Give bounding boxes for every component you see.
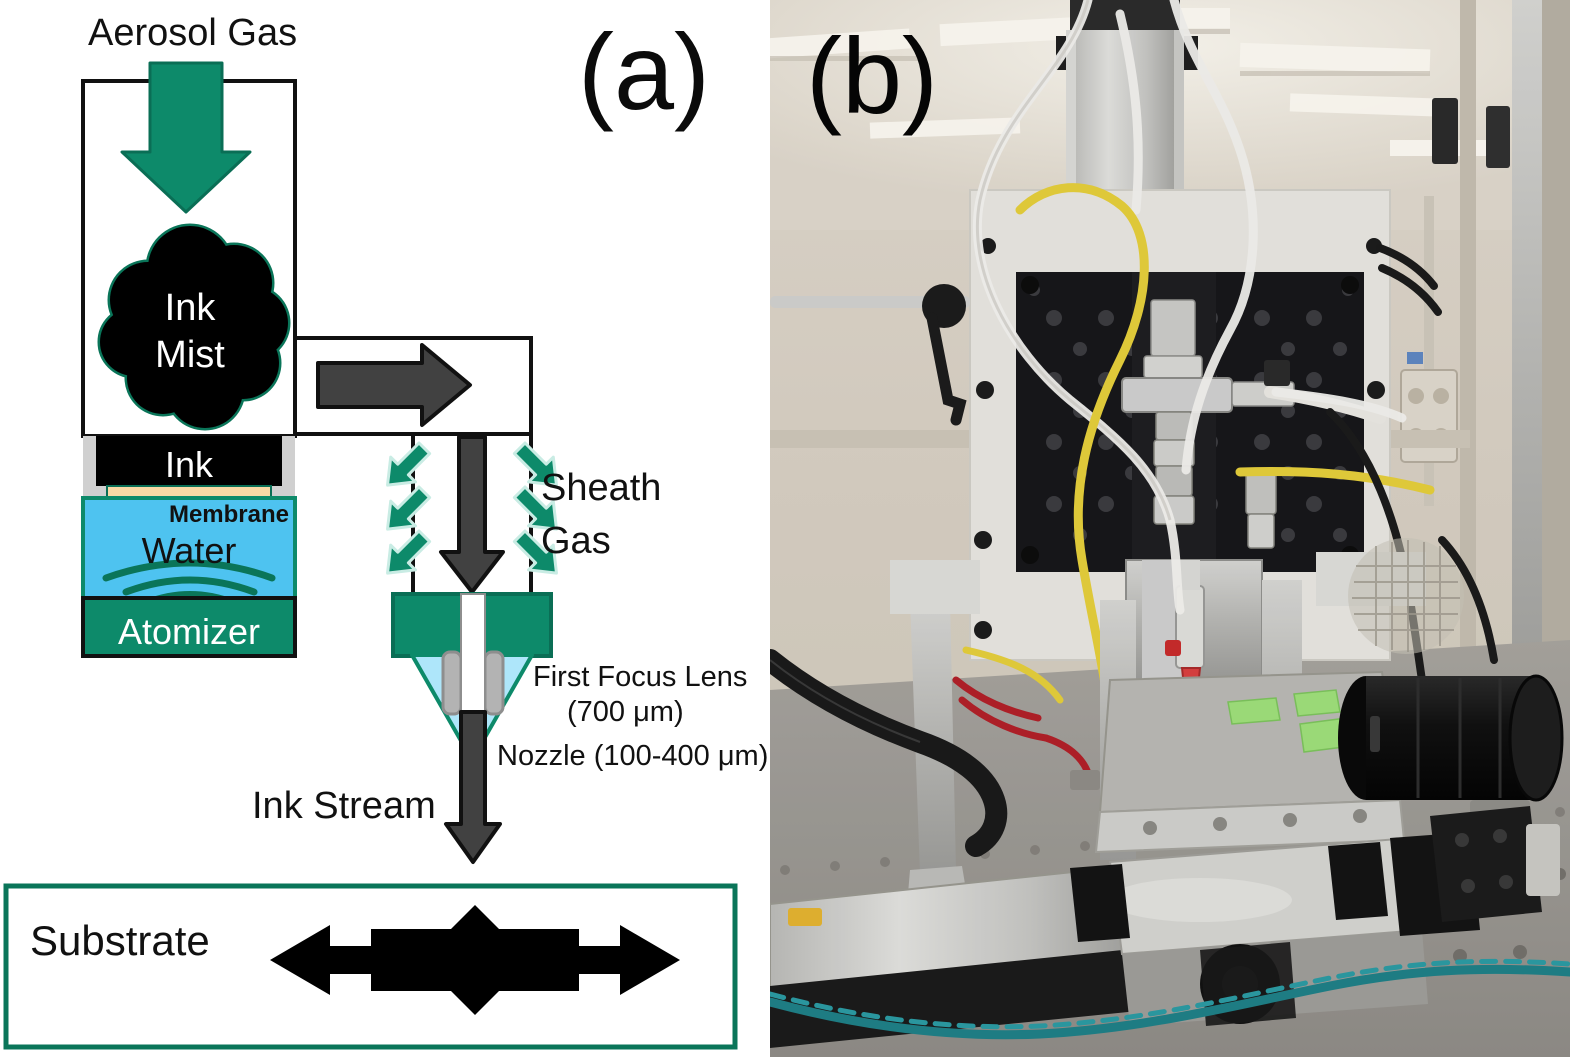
wall-fixture-upper-2 [1486,106,1510,168]
aerosol-stream-arrow-icon [439,435,505,594]
substrate-motion-arrows-icon [270,905,680,1015]
label-membrane: Membrane [169,501,289,528]
label-sheath-gas-line2: Gas [541,520,611,562]
backplate-bolts [974,238,1385,639]
horizontal-rod [770,296,970,308]
panel-b-photograph: (b) [770,0,1570,1057]
wire-connector [1070,770,1100,790]
wall-fixture-upper [1432,98,1458,164]
nozzle-bore [460,593,486,717]
ceiling-lights [770,8,1510,156]
drag-chain-links [770,659,921,743]
camera-lens [1338,674,1564,802]
panel-label-b: (b) [806,15,938,136]
panel-a-schematic: Aerosol Gas Ink Mist Ink Membrane Water … [0,0,768,1057]
label-first-focus-lens-line1: First Focus Lens [533,661,747,693]
label-aerosol-gas: Aerosol Gas [88,12,297,54]
label-first-focus-lens-line2: (700 μm) [567,696,684,728]
label-water: Water [142,530,237,571]
first-focus-lens-icon [441,650,505,716]
mist-transport-arrow-icon [316,343,472,427]
fan-guard [1348,538,1464,654]
nozzle-barrel-top [1180,560,1200,590]
valve-body [1264,360,1290,386]
aerosol-gas-arrow-icon [120,61,252,214]
ink-stream-arrow-icon [444,710,502,864]
yellow-fiber-cable [1015,183,1149,695]
label-nozzle: Nozzle (100-400 μm) [497,740,768,772]
yellow-cable-right [1235,467,1435,495]
gantry-brace-left [890,560,980,614]
photo-vignette [770,0,1570,1057]
label-ink: Ink [165,444,214,485]
ink-mist-cloud-icon [97,223,291,431]
sheath-gas-arrows-right-icon [512,441,558,575]
panel-label-a: (a) [578,11,710,132]
stepper-motor [1430,806,1560,922]
photograph-svg [770,0,1570,1057]
label-substrate: Substrate [30,917,210,964]
label-ink-mist-line2: Mist [155,334,225,376]
sheath-gas-arrows-left-icon [386,441,432,575]
stage-bolts [1143,809,1367,835]
rod-lever [926,312,967,426]
label-atomizer: Atomizer [118,611,260,652]
tubing-highlights [975,0,1172,521]
z-axis-actuator [1070,30,1180,210]
enclosure-post-right [1512,0,1542,760]
red-fitting [1165,640,1181,656]
rail-brand-label [788,908,822,926]
label-sheath-gas-line1: Sheath [541,467,661,509]
yellow-cable-lower [962,646,1064,704]
stage-rail-highlight [1108,878,1292,922]
teal-braid-texture [770,958,1570,1030]
schematic-svg: Aerosol Gas Ink Mist Ink Membrane Water … [3,12,768,1050]
enclosure-post-left [1460,0,1476,720]
ink-reservoir-fluid [96,436,282,486]
label-ink-stream: Ink Stream [252,785,436,827]
atomizer-block [81,596,297,658]
teal-braided-cable [770,964,1570,1040]
wall-conduit [1424,196,1434,506]
label-ink-mist-line1: Ink [165,287,217,329]
